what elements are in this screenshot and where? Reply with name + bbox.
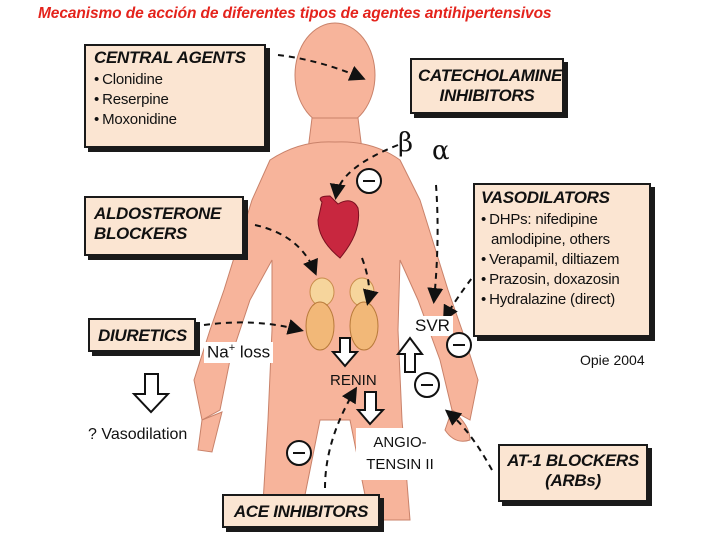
angiotensin-line2: TENSIN II xyxy=(366,456,434,473)
renin-label: RENIN xyxy=(330,372,377,389)
diuretics-to-kidney-arrow xyxy=(203,319,304,335)
heart-organ xyxy=(317,195,360,259)
list-item: Prazosin, doxazosin xyxy=(481,270,643,290)
angiotensin-label: ANGIO- TENSIN II xyxy=(356,428,444,480)
beta-receptor-label: β xyxy=(398,128,414,158)
alpha-receptor-label: α xyxy=(432,136,450,166)
kidney-left xyxy=(305,301,335,351)
at1-to-svr-arrow xyxy=(444,409,493,471)
renin-inhibition-icon xyxy=(414,372,440,398)
aldosterone-blockers-box: ALDOSTERONE BLOCKERS xyxy=(84,196,244,256)
vasodilation-block-arrow xyxy=(131,373,171,414)
list-item: amlodipine, others xyxy=(491,231,610,248)
aldosterone-to-adrenal-arrow xyxy=(254,224,318,276)
svr-block-arrow xyxy=(396,336,424,373)
vasodilators-heading: VASODILATORS xyxy=(481,188,610,207)
ace-inhibition-icon xyxy=(286,440,312,466)
sodium-charge: + xyxy=(228,342,236,354)
list-item: Moxonidine xyxy=(94,110,256,130)
at1-heading-line2: (ARBs) xyxy=(545,471,601,490)
svr-label: SVR xyxy=(412,316,453,336)
central-agents-list: Clonidine Reserpine Moxonidine xyxy=(94,70,256,130)
catecholamine-heading-line1: CATECHOLAMINE xyxy=(418,66,563,85)
alpha-to-svr-arrow xyxy=(427,184,444,304)
central-agents-box: CENTRAL AGENTS Clonidine Reserpine Moxon… xyxy=(84,44,266,148)
sodium-symbol: Na xyxy=(207,342,229,362)
sodium-loss-text: loss xyxy=(235,342,271,362)
beta-to-heart-arrow xyxy=(329,144,399,200)
at1-blockers-box: AT-1 BLOCKERS (ARBs) xyxy=(498,444,648,502)
aldosterone-heading-line1: ALDOSTERONE xyxy=(94,204,222,223)
vasodilators-list: DHPs: nifedipine amlodipine, others Vera… xyxy=(481,210,643,310)
list-item: Clonidine xyxy=(94,70,256,90)
ace-inhibitors-box: ACE INHIBITORS xyxy=(222,494,380,528)
kidney-right xyxy=(349,301,379,351)
list-item: Verapamil, diltiazem xyxy=(481,250,643,270)
catecholamine-heading-line2: INHIBITORS xyxy=(439,86,535,105)
renin-angiotensin-block-arrow xyxy=(355,391,386,426)
kidney-renin-block-arrow xyxy=(330,337,360,368)
list-item: Reserpine xyxy=(94,90,256,110)
ace-inhibitors-heading: ACE INHIBITORS xyxy=(233,502,369,521)
svr-inhibition-icon xyxy=(446,332,472,358)
vasodilation-label: ? Vasodilation xyxy=(88,426,188,443)
diuretics-heading: DIURETICS xyxy=(98,326,187,345)
angiotensin-line1: ANGIO- xyxy=(373,434,427,451)
credit-label: Opie 2004 xyxy=(580,352,645,368)
list-item: DHPs: nifedipine xyxy=(481,210,643,230)
central-to-catecholamine-arrow xyxy=(277,54,366,81)
beta-inhibition-icon xyxy=(356,168,382,194)
page-title: Mecanismo de acción de diferentes tipos … xyxy=(38,5,552,22)
vasodilators-box: VASODILATORS DHPs: nifedipine amlodipine… xyxy=(473,183,651,337)
at1-heading-line1: AT-1 BLOCKERS xyxy=(507,451,639,470)
list-item: Hydralazine (direct) xyxy=(481,290,643,310)
diuretics-box: DIURETICS xyxy=(88,318,196,352)
central-agents-heading: CENTRAL AGENTS xyxy=(94,48,246,67)
catecholamine-inhibitors-box: CATECHOLAMINE INHIBITORS xyxy=(410,58,564,114)
heart-to-kidney-arrow xyxy=(361,257,379,306)
human-body-silhouette xyxy=(193,22,479,521)
aldosterone-heading-line2: BLOCKERS xyxy=(94,224,187,243)
ace-to-renin-arrow xyxy=(324,386,358,489)
sodium-loss-label: Na+ loss xyxy=(204,342,274,363)
